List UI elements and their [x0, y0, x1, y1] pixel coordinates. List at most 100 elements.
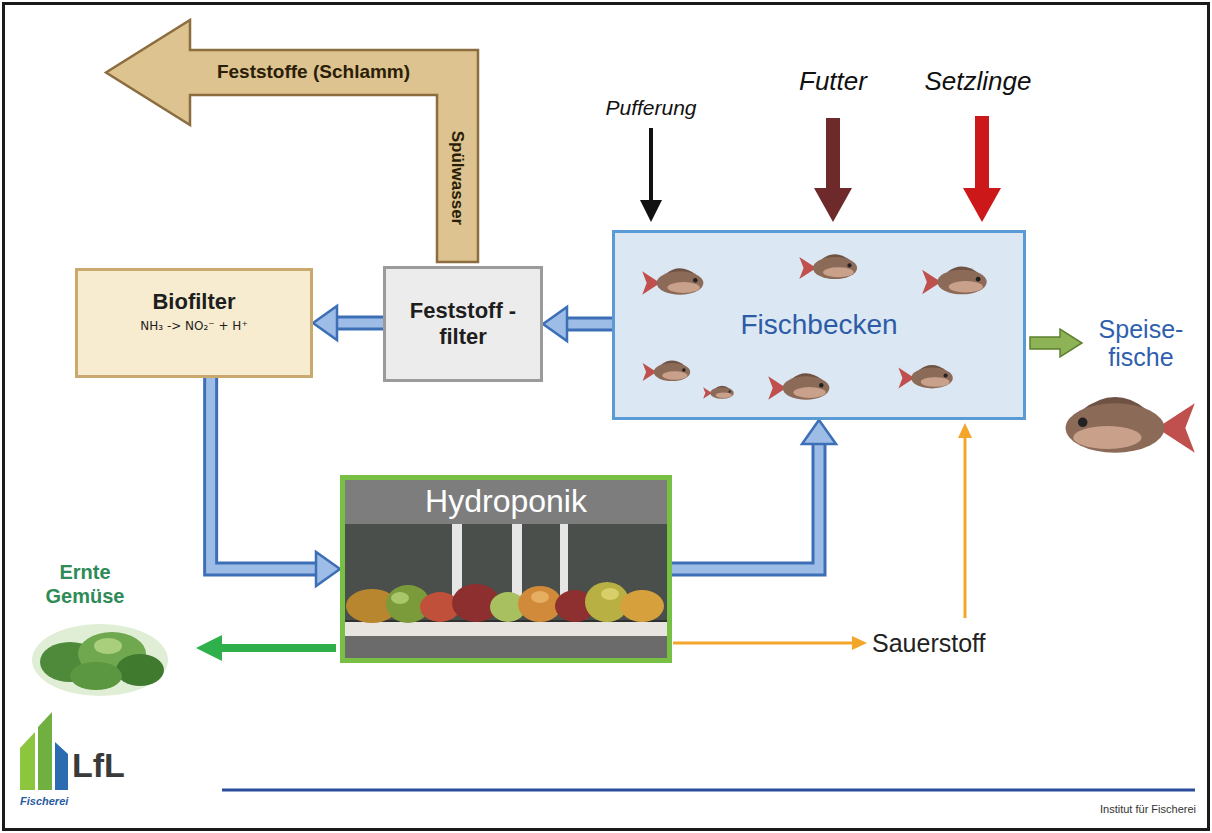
fish [643, 361, 691, 381]
fish-eye [1078, 418, 1088, 428]
flow-arrow-fill [672, 442, 819, 569]
lettuce-glow [32, 624, 168, 696]
input-arrow-shaft [649, 128, 653, 202]
oxygen-line [673, 642, 854, 645]
fish-picture [1066, 397, 1195, 453]
input-arrow-shaft [826, 118, 840, 190]
fish-tank-box: Fischbecken [612, 230, 1026, 420]
footer-text: Institut für Fischerei [1082, 803, 1196, 815]
fish-eye [944, 374, 948, 378]
logo-leaf [38, 712, 52, 790]
sludge-arrow [106, 20, 478, 262]
hydroponics-box: Hydroponik [340, 475, 672, 663]
fish-eye [976, 277, 981, 282]
fish-eye [693, 278, 698, 283]
fish-belly [921, 377, 950, 387]
output-arrow [1030, 329, 1082, 357]
fish-belly [949, 281, 983, 292]
fish [768, 373, 829, 399]
outflow-label: Feststoffe (Schlamm) [190, 61, 437, 83]
fish-body [911, 368, 953, 389]
fish-body [813, 257, 857, 279]
logo-leaf [55, 742, 68, 790]
fish [1066, 397, 1195, 453]
flow-arrow-fill [335, 319, 383, 328]
oxygen-arrow-head [852, 636, 867, 650]
hydroponics-photo [340, 475, 672, 663]
input-label: Setzlinge [913, 66, 1043, 97]
box-formula: NH₃ -> NO₂⁻ + H⁺ [140, 319, 247, 333]
photo-ground [340, 475, 672, 663]
input-label: Futter [768, 66, 898, 97]
fish-belly [716, 393, 732, 398]
fish-group [642, 254, 987, 400]
fish-eye [729, 391, 731, 393]
oxygen-label: Sauerstoff [872, 629, 986, 658]
box-title: Biofilter [152, 289, 235, 315]
fish-body [783, 376, 830, 399]
input-arrow-shaft [975, 116, 989, 190]
photo-floor [345, 636, 667, 658]
plant-highlight [531, 591, 549, 603]
fish-eye [819, 383, 824, 388]
fish [703, 386, 734, 399]
flow-arrow-outline [335, 316, 383, 331]
flow-arrow-outline [565, 317, 612, 332]
oxygen-arrow-head [958, 423, 972, 438]
input-arrow-head [963, 188, 1001, 222]
footer-rule [222, 789, 1195, 792]
plant-highlight [601, 588, 619, 600]
flow-arrow [313, 306, 383, 340]
flow-arrow-head [313, 306, 337, 340]
flow-arrow [672, 420, 836, 569]
fish [642, 268, 703, 294]
input-label: Pufferung [586, 96, 716, 120]
box-title: Fischbecken [740, 309, 897, 341]
flow-arrow-fill [565, 320, 612, 329]
plant-highlight [391, 592, 409, 604]
harvest-label: Ernte Gemüse [30, 560, 140, 608]
fish-belly [662, 371, 687, 379]
tank-water [612, 230, 1026, 420]
fish [799, 254, 857, 279]
solids-filter-box: Feststoff -filter [383, 266, 543, 382]
logo-leaf [20, 732, 35, 790]
fish-belly [1073, 426, 1141, 449]
input-arrow-head [640, 200, 662, 222]
logo-text: LfL [72, 746, 125, 785]
plant [620, 590, 664, 622]
flow-arrow-head [316, 552, 340, 586]
fish-body [710, 387, 733, 399]
biofilter-box: BiofilterNH₃ -> NO₂⁻ + H⁺ [75, 268, 313, 378]
fish-belly [667, 282, 699, 293]
logo-subtext: Fischerei [20, 795, 68, 807]
box-title: Feststoff -filter [407, 298, 519, 351]
output-label: Speise- fische [1082, 316, 1200, 371]
fish-body [657, 271, 704, 294]
fish [922, 267, 987, 295]
flow-arrow-head [802, 420, 836, 444]
frame [4, 4, 1209, 830]
flow-arrow-fill [211, 378, 318, 569]
oxygen-line [964, 436, 967, 618]
flow-arrow [543, 307, 612, 341]
lettuce-highlight [94, 638, 122, 654]
lettuce-leaf [70, 662, 122, 690]
fish [898, 365, 952, 388]
fish-body [937, 270, 986, 295]
flow-arrow-outline [211, 378, 318, 569]
photo-tray [345, 622, 667, 636]
fish-belly [823, 267, 854, 277]
harvest-arrow [196, 635, 336, 661]
flow-arrow-head [543, 307, 567, 341]
lettuce-leaf [116, 654, 164, 686]
outflow-label: Spülwasser [445, 103, 469, 253]
flow-arrow-outline [672, 442, 819, 569]
input-arrow-head [814, 188, 852, 222]
fish-body [654, 363, 690, 381]
flow-arrow [211, 378, 340, 586]
